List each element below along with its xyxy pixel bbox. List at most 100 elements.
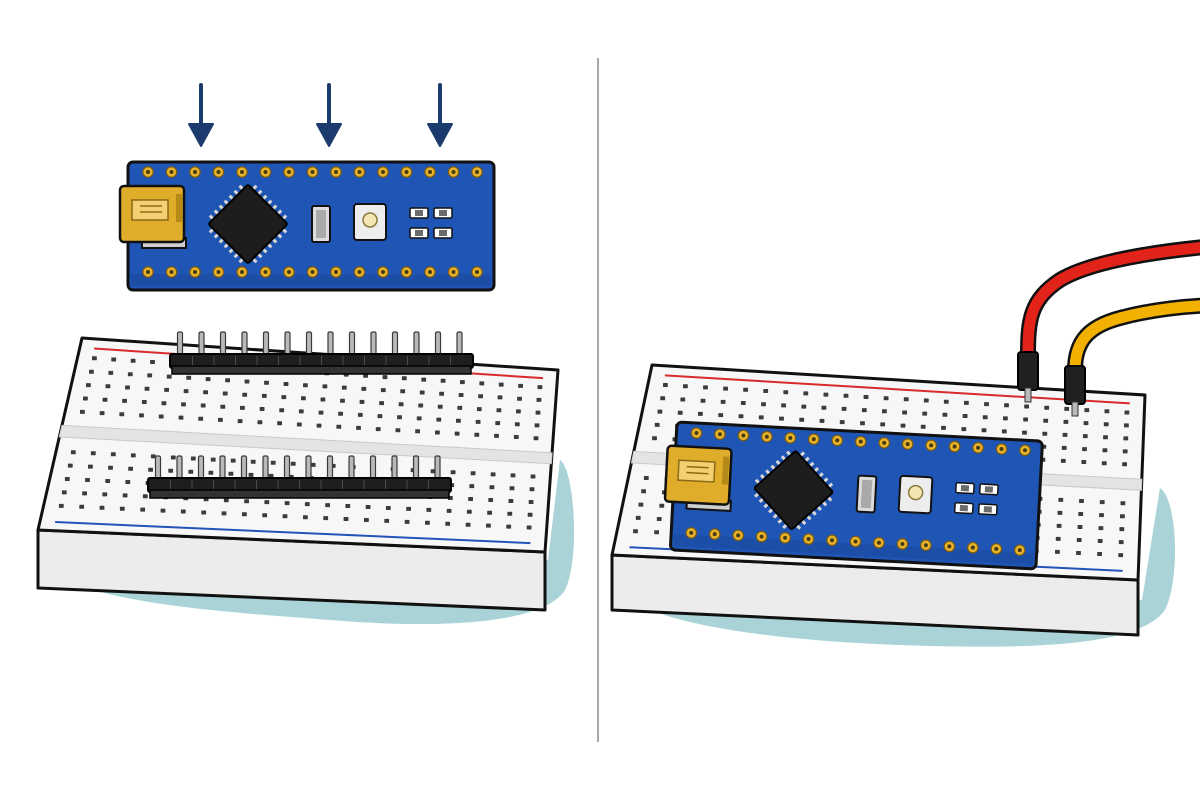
breadboard-hole (188, 469, 194, 474)
pin-hole (216, 270, 221, 274)
breadboard-hole (82, 491, 87, 496)
breadboard-hole (1123, 436, 1129, 441)
breadboard-hole (301, 396, 306, 401)
breadboard-hole (456, 418, 461, 423)
breadboard-hole (183, 389, 189, 394)
breadboard-hole (518, 383, 523, 388)
breadboard-hole (140, 507, 146, 512)
breadboard-hole (223, 498, 229, 503)
breadboard-hole (170, 455, 176, 460)
breadboard-hole (168, 468, 174, 473)
breadboard-hole (242, 512, 247, 517)
breadboard-hole (158, 414, 164, 419)
breadboard-hole (841, 406, 847, 411)
usb-port-detail (140, 205, 162, 213)
pin-hole (1022, 448, 1027, 453)
pin-hole (736, 533, 741, 538)
breadboard-hole (79, 504, 85, 509)
breadboard-hole (261, 393, 267, 398)
breadboard-hole (1062, 432, 1068, 437)
breadboard-hole (495, 421, 501, 426)
header-pin (412, 455, 420, 481)
breadboard-hole (110, 452, 116, 457)
breadboard-hole (161, 401, 167, 406)
header-pin (456, 331, 463, 357)
header-pin (434, 455, 441, 481)
breadboard-hole (1004, 403, 1009, 408)
pin-hole (976, 445, 981, 450)
breadboard-hole (758, 415, 764, 420)
breadboard-hole (458, 393, 464, 397)
breadboard-hole (108, 465, 113, 470)
breadboard-hole (164, 387, 169, 392)
breadboard-hole (99, 411, 105, 416)
breadboard-hole (508, 499, 514, 503)
breadboard-hole (186, 375, 192, 380)
pin-hole (923, 543, 928, 548)
chip-body (753, 450, 834, 530)
breadboard-hole (942, 412, 948, 417)
breadboard-hole (375, 427, 381, 432)
smd-component-body (415, 210, 423, 216)
breadboard-hole (470, 471, 476, 476)
breadboard-hole (923, 398, 929, 403)
breadboard-hole (85, 478, 90, 482)
breadboard-hole (943, 399, 949, 404)
breadboard-hole (426, 507, 432, 512)
wire-connector (1017, 351, 1039, 391)
breadboard-hole (430, 469, 436, 474)
pin-hole (381, 270, 385, 274)
breadboard-hole (144, 386, 150, 391)
reset-button-icon (353, 203, 387, 241)
breadboard-hole (1022, 430, 1027, 435)
breadboard-hole (1084, 408, 1090, 413)
pin-hole (428, 170, 432, 174)
breadboard-hole (281, 395, 287, 400)
breadboard-hole (514, 422, 520, 427)
header-pin (219, 331, 227, 357)
breadboard-hole (303, 383, 308, 388)
breadboard-hole (201, 510, 207, 515)
breadboard-hole (507, 511, 513, 516)
insert-arrows (188, 83, 453, 147)
breadboard-hole (445, 521, 451, 526)
pin-header (169, 331, 474, 375)
breadboard-hole (720, 399, 726, 404)
breadboard-hole (536, 397, 542, 402)
breadboard-hole (1056, 523, 1062, 528)
breadboard-hole (283, 382, 289, 386)
usb-connector-icon (663, 444, 733, 512)
breadboard-hole (397, 415, 402, 420)
pin-hole (169, 170, 174, 174)
breadboard-hole (356, 425, 361, 430)
smd-component-body (960, 484, 970, 492)
breadboard-hole (181, 402, 186, 407)
pin-hole (404, 270, 409, 274)
breadboard-hole (160, 508, 166, 513)
breadboard-hole (1098, 526, 1104, 531)
breadboard-hole (497, 395, 503, 400)
pin-hole (694, 431, 699, 436)
breadboard-hole (1042, 431, 1048, 436)
breadboard-hole (821, 405, 827, 410)
breadboard-hole (385, 506, 391, 510)
header-pin (327, 331, 334, 357)
breadboard-hole (460, 380, 465, 385)
breadboard-hole (125, 480, 131, 484)
breadboard-hole (404, 519, 410, 524)
breadboard-hole (322, 384, 328, 389)
breadboard-hole (1124, 410, 1130, 415)
breadboard-hole (1077, 525, 1083, 529)
pin-hole (970, 545, 975, 550)
breadboard-hole (225, 378, 230, 383)
breadboard-hole (475, 419, 481, 424)
breadboard-hole (474, 432, 480, 437)
pin-hole (381, 170, 385, 174)
breadboard-hole (487, 510, 492, 515)
pin-hole (811, 437, 816, 442)
pin-hole (717, 432, 722, 437)
breadboard-hole (1102, 448, 1108, 453)
breadboard-hole (698, 411, 703, 416)
breadboard-hole (643, 476, 649, 480)
breadboard-hole (316, 423, 322, 428)
